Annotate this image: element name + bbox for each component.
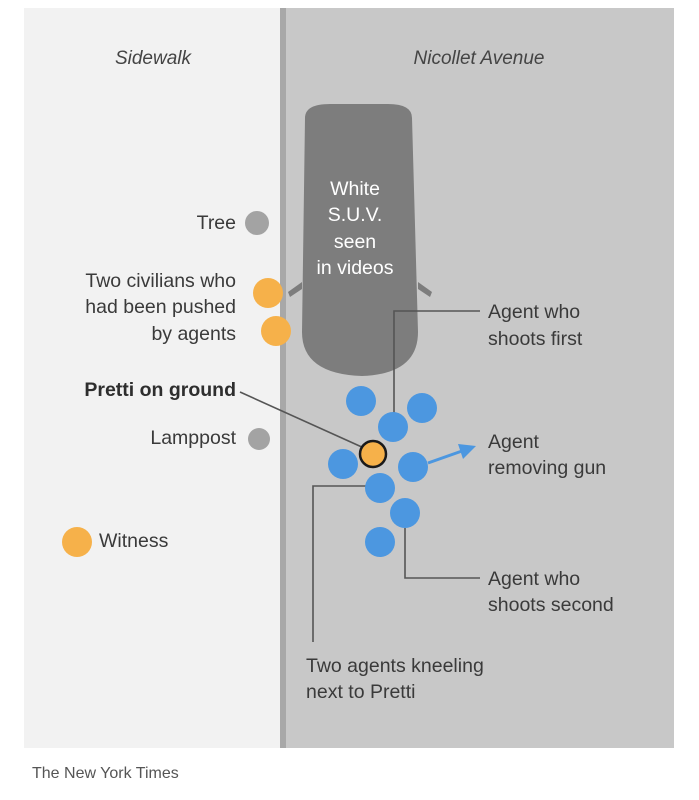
suv-label-line-2: S.U.V. xyxy=(328,204,383,226)
agent-marker xyxy=(365,527,395,557)
sidewalk-area xyxy=(24,8,283,748)
pretti-label: Pretti on ground xyxy=(84,379,236,401)
source-credit: The New York Times xyxy=(32,765,179,782)
agent-second-label-line-1: Agent who xyxy=(488,568,580,590)
agent-second-label-line-2: shoots second xyxy=(488,594,614,616)
suv-label-line-1: White xyxy=(330,178,380,200)
witness-marker xyxy=(62,527,92,557)
lamppost-marker xyxy=(248,428,270,450)
leader-kneeling xyxy=(312,485,378,642)
civilians-label-line-2: had been pushed xyxy=(85,296,236,318)
civilian-marker-2 xyxy=(261,316,291,346)
agent-kneeling-marker-2 xyxy=(365,473,395,503)
kneeling-label-line-2: next to Pretti xyxy=(306,681,415,703)
movement-arrow xyxy=(427,444,476,465)
street-label: Nicollet Avenue xyxy=(414,48,545,69)
lamppost-label: Lamppost xyxy=(150,427,236,449)
agent-gun-label-line-2: removing gun xyxy=(488,457,606,479)
white-suv: White S.U.V. seen in videos xyxy=(288,104,432,376)
sidewalk-label: Sidewalk xyxy=(115,48,193,69)
agent-first-label-line-2: shoots first xyxy=(488,328,583,350)
suv-label-line-3: seen xyxy=(334,231,376,253)
agent-group xyxy=(328,386,437,557)
witness-label: Witness xyxy=(99,530,169,552)
agent-removing-gun-marker xyxy=(398,452,428,482)
civilian-marker-1 xyxy=(253,278,283,308)
agent-shoots-first-marker xyxy=(378,412,408,442)
agent-marker xyxy=(346,386,376,416)
civilians-label-line-1: Two civilians who xyxy=(85,270,236,292)
agent-marker xyxy=(407,393,437,423)
leader-agent-second xyxy=(404,528,480,579)
tree-marker xyxy=(245,211,269,235)
civilians-label-line-3: by agents xyxy=(151,323,236,345)
agent-gun-label-line-1: Agent xyxy=(488,431,540,453)
agent-shoots-second-marker xyxy=(390,498,420,528)
leader-agent-first xyxy=(393,310,480,416)
leader-lines xyxy=(239,310,480,642)
tree-label: Tree xyxy=(197,212,236,234)
agent-kneeling-marker-1 xyxy=(328,449,358,479)
curb-line xyxy=(280,8,286,748)
pretti-marker xyxy=(358,439,388,469)
agent-first-label-line-1: Agent who xyxy=(488,301,580,323)
leader-pretti xyxy=(239,391,365,449)
kneeling-label-line-1: Two agents kneeling xyxy=(306,655,484,677)
suv-label-line-4: in videos xyxy=(317,257,394,279)
